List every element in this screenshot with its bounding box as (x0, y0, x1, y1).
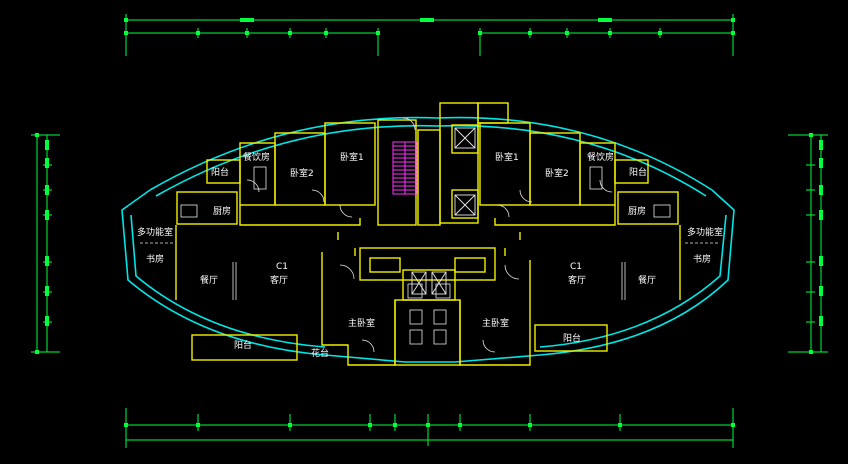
room-bedroom1-left: 卧室1 (340, 151, 364, 163)
room-multi-left: 多功能室 (137, 226, 173, 238)
room-c1-right: C1 (570, 262, 582, 272)
room-living-right: 客厅 (568, 274, 586, 286)
room-study-right: 书房 (693, 253, 711, 265)
room-living-left: 客厅 (270, 274, 288, 286)
room-bedroom2-right: 卧室2 (545, 167, 569, 179)
room-bedroom2-left: 卧室2 (290, 167, 314, 179)
room-kitchen-left: 厨房 (213, 205, 231, 217)
room-balcony-left-top: 阳台 (211, 166, 229, 178)
inner-walls (175, 102, 681, 366)
room-dining-right: 餐厅 (638, 274, 656, 286)
room-canteen-left: 餐饮房 (243, 151, 270, 163)
room-dining-left: 餐厅 (200, 274, 218, 286)
room-bedroom1-right: 卧室1 (495, 151, 519, 163)
room-study-left: 书房 (146, 253, 164, 265)
room-c1-left: C1 (276, 262, 288, 272)
room-multi-right: 多功能室 (687, 226, 723, 238)
elevators (411, 127, 476, 295)
outer-wall (121, 116, 735, 363)
doors-and-fixtures (140, 117, 720, 353)
room-balcony-right-bottom: 阳台 (563, 332, 581, 344)
room-kitchen-right: 厨房 (628, 205, 646, 217)
room-balcony-right-top: 阳台 (629, 166, 647, 178)
room-master-right: 主卧室 (482, 317, 509, 329)
room-master-left: 主卧室 (348, 317, 375, 329)
dimension-tick-marks (35, 18, 823, 427)
room-labels: 阳台 餐饮房 卧室2 卧室1 卧室1 卧室2 餐饮房 阳台 厨房 厨房 多功能室… (137, 151, 723, 359)
room-balcony-left-bottom: 阳台 (234, 339, 252, 351)
stair (392, 141, 418, 195)
room-canteen-right: 餐饮房 (587, 151, 614, 163)
room-terrace: 花台 (311, 347, 329, 359)
